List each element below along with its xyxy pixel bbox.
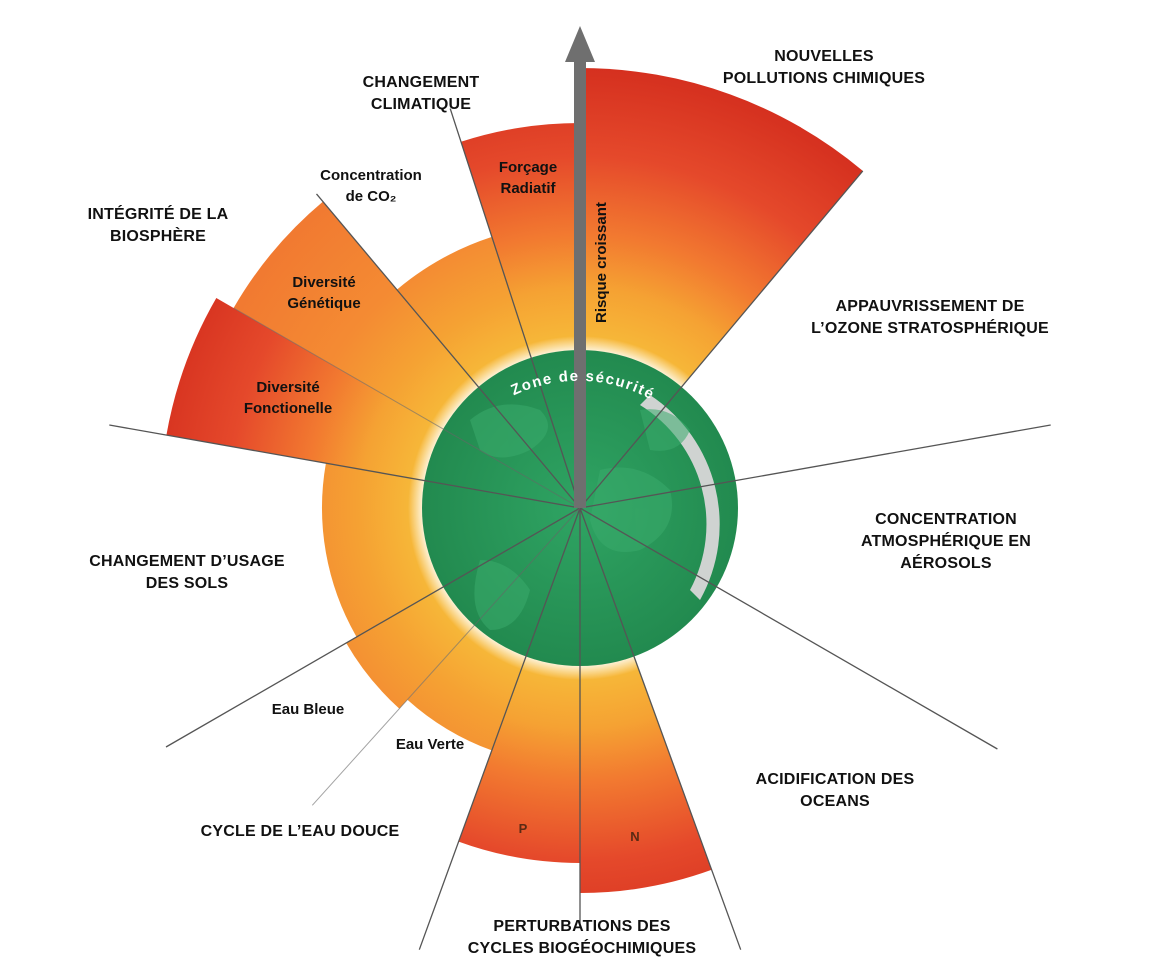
svg-text:CHANGEMENT D’USAGE: CHANGEMENT D’USAGE xyxy=(89,553,285,570)
category-pollution: NOUVELLES POLLUTIONS CHIMIQUES xyxy=(723,48,925,87)
svg-text:AÉROSOLS: AÉROSOLS xyxy=(900,553,992,572)
risk-arrow xyxy=(565,26,595,508)
svg-text:Radiatif: Radiatif xyxy=(500,180,556,197)
svg-text:PERTURBATIONS DES: PERTURBATIONS DES xyxy=(493,918,670,935)
sublabel-phosphorus: P xyxy=(519,821,528,836)
svg-text:ACIDIFICATION DES: ACIDIFICATION DES xyxy=(756,771,915,788)
svg-text:OCEANS: OCEANS xyxy=(800,793,870,810)
svg-text:Diversité: Diversité xyxy=(256,379,319,396)
svg-text:APPAUVRISSEMENT DE: APPAUVRISSEMENT DE xyxy=(835,298,1024,315)
category-oceans: ACIDIFICATION DES OCEANS xyxy=(756,771,915,810)
svg-text:NOUVELLES: NOUVELLES xyxy=(774,48,874,65)
continents-shapes xyxy=(470,404,690,630)
svg-text:de CO₂: de CO₂ xyxy=(346,188,397,205)
svg-text:CHANGEMENT: CHANGEMENT xyxy=(363,74,480,91)
sector-divider-line xyxy=(316,193,581,509)
sublabel-co2: Concentration de CO₂ xyxy=(320,167,422,205)
sector-divider-line xyxy=(579,507,998,750)
risk-axis-label: Risque croissant xyxy=(593,202,610,323)
svg-text:Forçage: Forçage xyxy=(499,159,557,176)
svg-text:POLLUTIONS CHIMIQUES: POLLUTIONS CHIMIQUES xyxy=(723,70,925,87)
sublabel-forcing: Forçage Radiatif xyxy=(499,159,557,197)
sublabel-green-water: Eau Verte xyxy=(396,736,464,753)
svg-text:INTÉGRITÉ DE LA: INTÉGRITÉ DE LA xyxy=(88,204,229,223)
svg-text:Génétique: Génétique xyxy=(287,295,360,312)
svg-text:BIOSPHÈRE: BIOSPHÈRE xyxy=(110,226,206,245)
sector-divider-line xyxy=(165,507,581,748)
svg-text:L’OZONE STRATOSPHÉRIQUE: L’OZONE STRATOSPHÉRIQUE xyxy=(811,318,1049,337)
category-climate: CHANGEMENT CLIMATIQUE xyxy=(363,74,480,113)
svg-text:CONCENTRATION: CONCENTRATION xyxy=(875,511,1017,528)
category-biosphere: INTÉGRITÉ DE LA BIOSPHÈRE xyxy=(88,204,229,245)
svg-text:DES SOLS: DES SOLS xyxy=(146,575,229,592)
category-biogeochemical: PERTURBATIONS DES CYCLES BIOGÉOCHIMIQUES xyxy=(468,918,697,957)
category-aerosols: CONCENTRATION ATMOSPHÉRIQUE EN AÉROSOLS xyxy=(861,511,1031,572)
svg-text:CLIMATIQUE: CLIMATIQUE xyxy=(371,96,471,113)
subsector-divider-line xyxy=(311,507,581,806)
svg-text:Fonctionelle: Fonctionelle xyxy=(244,400,332,417)
sector-divider-line xyxy=(579,170,864,509)
category-ozone: APPAUVRISSEMENT DE L’OZONE STRATOSPHÉRIQ… xyxy=(811,298,1049,337)
sector-divider-line xyxy=(579,507,742,950)
svg-text:CYCLE DE L’EAU DOUCE: CYCLE DE L’EAU DOUCE xyxy=(201,823,400,840)
sublabel-nitrogen: N xyxy=(630,829,639,844)
sector-divider-line xyxy=(579,424,1051,509)
category-freshwater: CYCLE DE L’EAU DOUCE xyxy=(201,823,400,840)
subsector-divider-line xyxy=(233,307,581,509)
svg-text:CYCLES BIOGÉOCHIMIQUES: CYCLES BIOGÉOCHIMIQUES xyxy=(468,938,697,957)
sector-divider-line xyxy=(418,507,581,950)
category-land-use: CHANGEMENT D’USAGE DES SOLS xyxy=(89,553,285,592)
sublabel-blue-water: Eau Bleue xyxy=(272,701,345,718)
sector-dividers xyxy=(109,108,1051,950)
svg-text:Diversité: Diversité xyxy=(292,274,355,291)
svg-text:Concentration: Concentration xyxy=(320,167,422,184)
svg-text:ATMOSPHÉRIQUE EN: ATMOSPHÉRIQUE EN xyxy=(861,531,1031,550)
sublabel-functional-diversity: Diversité Fonctionelle xyxy=(244,379,332,417)
sublabel-genetic-diversity: Diversité Génétique xyxy=(287,274,360,312)
sector-divider-line xyxy=(109,424,581,509)
sector-divider-line xyxy=(449,108,581,509)
